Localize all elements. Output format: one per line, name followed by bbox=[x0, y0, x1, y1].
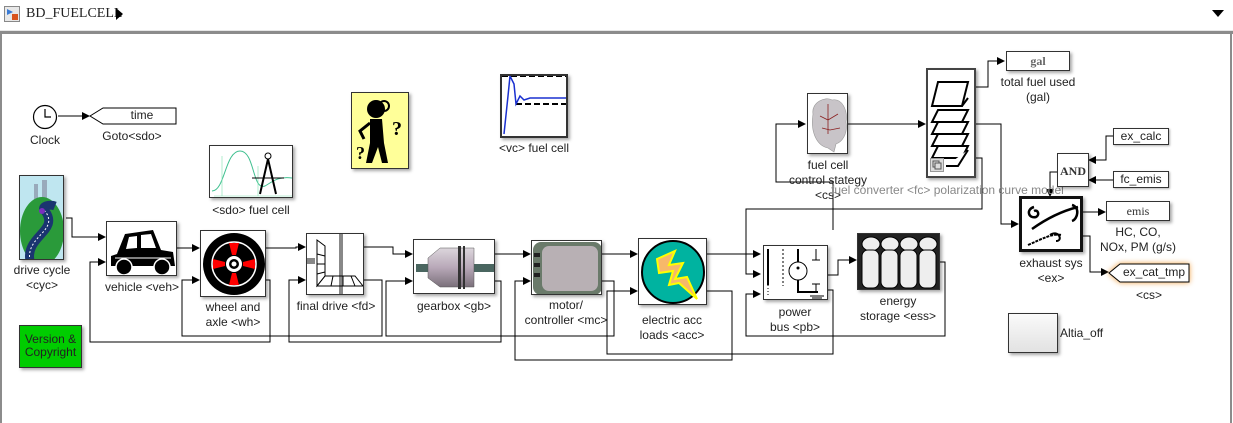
energy-storage-label-1: energy bbox=[879, 294, 917, 308]
gearbox-icon bbox=[416, 246, 494, 289]
wire bbox=[266, 243, 306, 251]
wire bbox=[828, 256, 857, 276]
control-strategy-label-1: fuel cell bbox=[807, 158, 849, 172]
stacked-layers-icon bbox=[930, 81, 970, 167]
gearbox-block[interactable] bbox=[413, 239, 495, 294]
fuel-converter-label: fuel converter <fc> polarization curve m… bbox=[831, 183, 1064, 197]
electric-acc-label-2: loads <acc> bbox=[639, 328, 705, 342]
energy-storage-label-2: storage <ess> bbox=[859, 309, 937, 323]
clock-block[interactable] bbox=[32, 104, 58, 130]
goto-tag-shape bbox=[89, 107, 177, 125]
wire bbox=[976, 123, 1019, 228]
drive-cycle-block[interactable] bbox=[19, 175, 64, 260]
wheel-axle-block[interactable] bbox=[200, 230, 266, 297]
lightning-icon bbox=[641, 240, 705, 304]
electric-acc-block[interactable] bbox=[638, 238, 707, 305]
exhaust-sys-block[interactable] bbox=[1019, 196, 1083, 252]
model-name[interactable]: BD_FUELCELL bbox=[26, 6, 123, 21]
electric-acc-label-1: electric acc bbox=[641, 313, 703, 327]
road-landscape-icon bbox=[20, 176, 63, 259]
final-drive-label: final drive <fd> bbox=[296, 299, 376, 313]
vehicle-block[interactable] bbox=[106, 221, 177, 276]
and-logic-block[interactable]: AND bbox=[1057, 153, 1089, 187]
drive-cycle-label-1: drive cycle bbox=[13, 263, 71, 277]
fuel-converter-block[interactable] bbox=[926, 68, 976, 178]
emis-label-1: HC, CO, bbox=[1115, 225, 1161, 239]
brain-icon bbox=[812, 98, 847, 153]
drive-cycle-label-2: <cyc> bbox=[25, 278, 58, 292]
wheel-icon bbox=[203, 233, 265, 295]
clock-label: Clock bbox=[29, 133, 60, 147]
motor-controller-label-2: controller <mc> bbox=[524, 313, 608, 327]
goto-tag-shape bbox=[1108, 263, 1190, 283]
vc-fuel-cell-scope-block[interactable] bbox=[500, 74, 568, 138]
control-strategy-block[interactable] bbox=[807, 93, 848, 154]
altia-off-label: Altia_off bbox=[1060, 326, 1104, 340]
emis-display[interactable]: emis bbox=[1106, 201, 1170, 221]
motor-icon bbox=[533, 242, 601, 294]
goto-ex-cat-tmp-label: <cs> bbox=[1135, 288, 1162, 302]
version-copyright-line1: Version & bbox=[24, 332, 77, 346]
canvas-right-border bbox=[1230, 34, 1232, 423]
version-copyright-block[interactable]: Version & Copyright bbox=[19, 325, 82, 368]
wheel-axle-label-1: wheel and bbox=[205, 300, 261, 314]
power-bus-label-2: bus <pb> bbox=[769, 320, 821, 334]
wire bbox=[364, 246, 413, 258]
wire bbox=[66, 217, 106, 241]
goto-time-block[interactable]: time bbox=[89, 107, 177, 125]
step-response-icon bbox=[502, 76, 566, 135]
plot-compass-icon bbox=[211, 150, 292, 197]
goto-ex-cat-tmp-block[interactable]: ex_cat_tmp bbox=[1108, 263, 1190, 283]
battery-cells-icon bbox=[858, 234, 939, 289]
goto-ex-cat-tmp-tag: ex_cat_tmp bbox=[1122, 265, 1186, 279]
exhaust-sys-label-2: <ex> bbox=[1037, 271, 1065, 285]
final-drive-block[interactable] bbox=[306, 233, 364, 295]
power-bus-icon bbox=[767, 249, 824, 299]
altia-off-block[interactable] bbox=[1008, 313, 1058, 353]
canvas-left-border bbox=[0, 34, 2, 423]
motor-controller-label-1: motor/ bbox=[548, 298, 583, 312]
clock-icon bbox=[32, 104, 58, 130]
subsystem-link-icon[interactable] bbox=[930, 158, 944, 172]
total-fuel-label-1: total fuel used bbox=[1000, 75, 1076, 89]
control-strategy-label-2: control stategy bbox=[788, 173, 868, 187]
vc-fuel-cell-label: <vc> fuel cell bbox=[498, 141, 570, 155]
motor-controller-block[interactable] bbox=[531, 240, 602, 295]
energy-storage-block[interactable] bbox=[857, 233, 940, 290]
power-bus-label-1: power bbox=[778, 305, 812, 319]
final-drive-icon bbox=[307, 234, 363, 294]
sdo-fuel-cell-label: <sdo> fuel cell bbox=[212, 203, 290, 217]
exhaust-sys-label-1: exhaust sys bbox=[1019, 256, 1083, 270]
vehicle-label: vehicle <veh> bbox=[104, 280, 180, 294]
control-strategy-label-3: <cs> bbox=[814, 188, 841, 202]
svg-text:?: ? bbox=[356, 143, 365, 163]
from-fc-emis-block[interactable]: fc_emis bbox=[1113, 171, 1169, 188]
wheel-axle-label-2: axle <wh> bbox=[205, 315, 261, 329]
exhaust-swirl-icon bbox=[1027, 203, 1079, 246]
divider bbox=[0, 31, 1233, 34]
power-bus-block[interactable] bbox=[763, 245, 828, 300]
gearbox-label: gearbox <gb> bbox=[416, 299, 492, 313]
from-ex-calc-tag: ex_calc bbox=[1120, 129, 1162, 143]
wire bbox=[1088, 135, 1113, 164]
from-ex-calc-block[interactable]: ex_calc bbox=[1113, 128, 1169, 145]
sdo-fuel-cell-block[interactable] bbox=[209, 145, 293, 198]
from-fc-emis-tag: fc_emis bbox=[1120, 172, 1162, 186]
version-copyright-line2: Copyright bbox=[24, 345, 77, 359]
svg-text:?: ? bbox=[392, 118, 402, 140]
car-icon bbox=[111, 230, 175, 275]
emis-label-2: NOx, PM (g/s) bbox=[1099, 240, 1176, 254]
model-breadcrumb-bar: BD_FUELCELL bbox=[0, 0, 1233, 34]
total-fuel-display[interactable]: gal bbox=[1006, 51, 1070, 71]
chevron-right-icon[interactable] bbox=[116, 8, 123, 20]
puzzled-figure-icon: ? ? bbox=[356, 100, 402, 163]
help-block[interactable]: ? ? bbox=[351, 92, 409, 169]
goto-time-tag: time bbox=[130, 108, 154, 122]
goto-time-label: Goto<sdo> bbox=[102, 129, 162, 143]
total-fuel-label-2: (gal) bbox=[1025, 90, 1050, 104]
chevron-down-icon[interactable] bbox=[1212, 10, 1224, 17]
simulink-model-icon[interactable] bbox=[4, 6, 20, 22]
